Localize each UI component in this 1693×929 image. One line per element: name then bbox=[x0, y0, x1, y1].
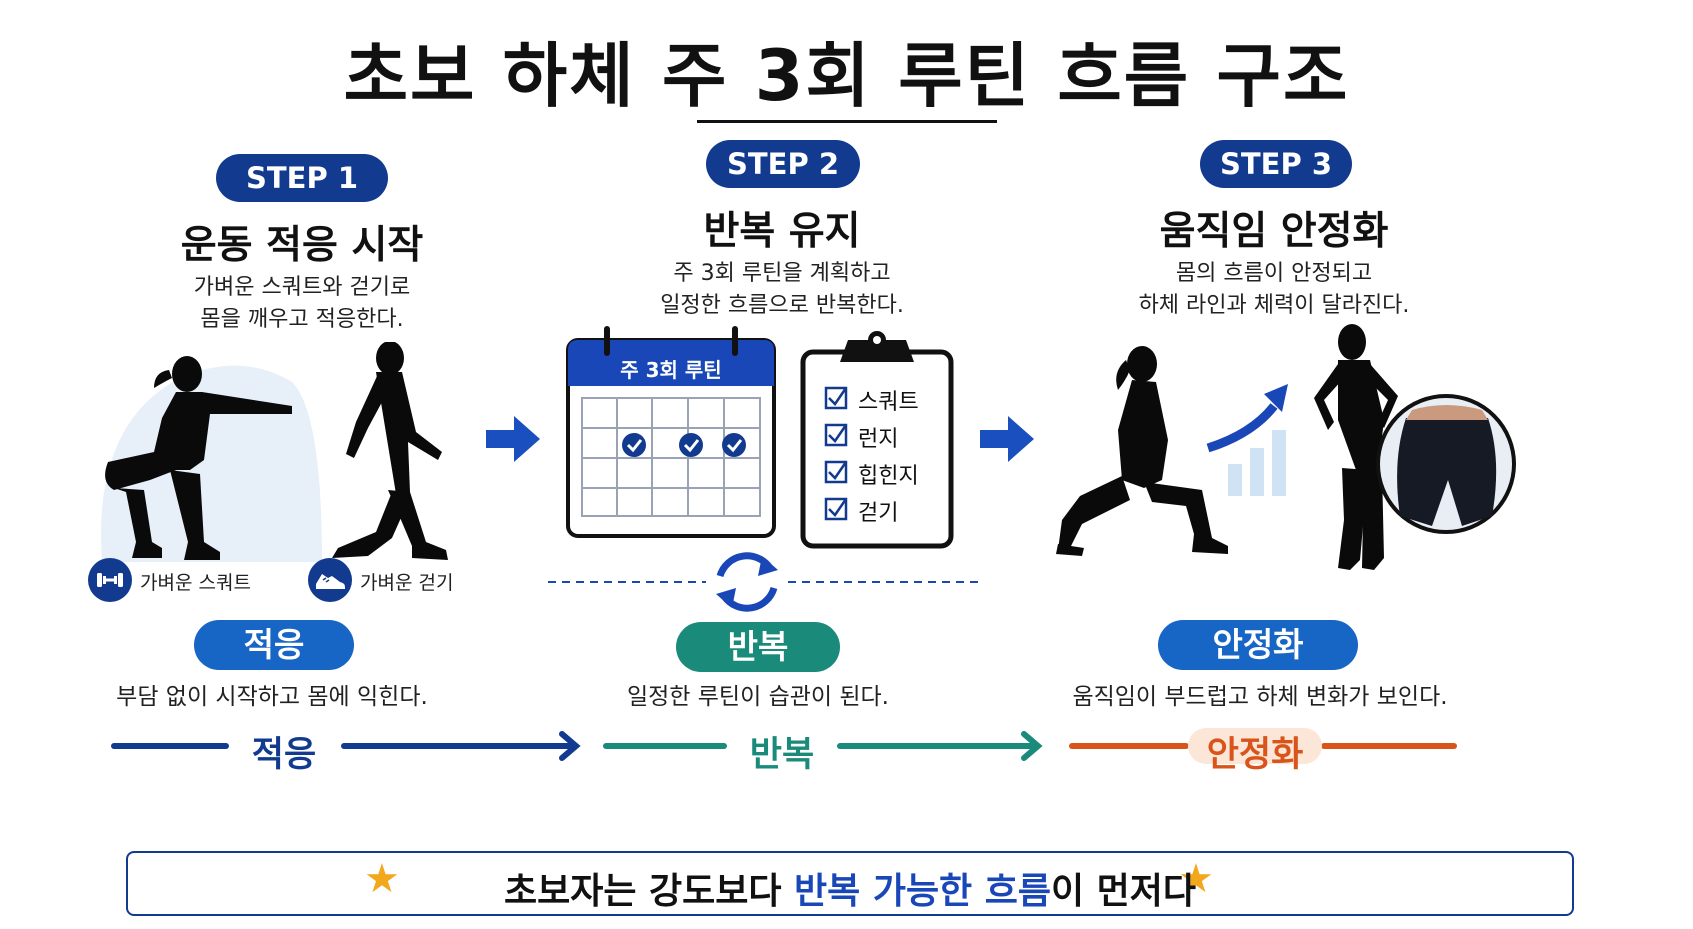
dumbbell-icon-circle bbox=[88, 558, 132, 602]
step2-pill: STEP 2 bbox=[706, 140, 860, 188]
arrow-right-icon-1 bbox=[486, 416, 540, 462]
calendar-check-icons bbox=[622, 433, 746, 457]
flow-label-stabilize: 안정화 bbox=[1206, 735, 1304, 775]
dumbbell-icon bbox=[97, 573, 123, 587]
checklist-item-1: 스쿼트 bbox=[858, 390, 919, 415]
squat-backdrop bbox=[101, 365, 322, 562]
leggings-closeup-icon bbox=[1376, 394, 1516, 534]
standing-silhouette bbox=[1314, 324, 1398, 570]
step2-tag-desc: 일정한 루틴이 습관이 된다. bbox=[626, 684, 889, 710]
summary-banner bbox=[126, 851, 1574, 916]
growth-chart-icon bbox=[1206, 384, 1288, 496]
title-underline bbox=[697, 120, 997, 123]
step2-heading: 반복 유지 bbox=[703, 209, 861, 254]
step3-desc-line1: 몸의 흐름이 안정되고 bbox=[1175, 261, 1373, 286]
step2-tag: 반복 bbox=[676, 622, 840, 672]
step3-tag: 안정화 bbox=[1158, 620, 1358, 670]
shoe-icon-circle bbox=[308, 558, 352, 602]
calendar-icon bbox=[566, 326, 776, 538]
step3-desc-line2: 하체 라인과 체력이 달라진다. bbox=[1138, 293, 1410, 318]
summary-suffix: 이 먼저다 bbox=[1050, 871, 1196, 912]
star-icon-right: ★ bbox=[1178, 856, 1214, 902]
step2-desc-line1: 주 3회 루틴을 계획하고 bbox=[673, 261, 891, 286]
icon-label-squat: 가벼운 스쿼트 bbox=[140, 572, 251, 594]
step3-heading: 움직임 안정화 bbox=[1159, 209, 1389, 254]
summary-text: 초보자는 강도보다 반복 가능한 흐름이 먼저다 bbox=[126, 862, 1574, 914]
step1-pill: STEP 1 bbox=[216, 154, 388, 202]
checklist-item-3: 힙힌지 bbox=[858, 464, 919, 489]
step3-tag-desc: 움직임이 부드럽고 하체 변화가 보인다. bbox=[1072, 684, 1448, 710]
checklist-item-4: 걷기 bbox=[858, 501, 899, 526]
step3-illustration bbox=[1056, 324, 1516, 570]
step1-heading: 운동 적응 시작 bbox=[180, 223, 424, 268]
summary-prefix: 초보자는 강도보다 bbox=[504, 871, 795, 912]
checklist-item-2: 런지 bbox=[858, 427, 899, 452]
checkbox-icons bbox=[824, 386, 848, 521]
flow-label-repeat: 반복 bbox=[749, 735, 815, 775]
arrow-right-icon-2 bbox=[980, 416, 1034, 462]
squat-silhouette bbox=[105, 356, 292, 560]
star-icon-left: ★ bbox=[364, 856, 400, 902]
step1-desc-line1: 가벼운 스쿼트와 걷기로 bbox=[193, 275, 411, 300]
walk-silhouette bbox=[332, 342, 448, 560]
step1-tag-desc: 부담 없이 시작하고 몸에 익힌다. bbox=[116, 684, 428, 710]
step1-desc-line2: 몸을 깨우고 적응한다. bbox=[200, 307, 404, 332]
shoe-icon bbox=[316, 574, 345, 589]
step1-tag: 적응 bbox=[194, 620, 354, 670]
lunge-silhouette bbox=[1056, 346, 1228, 556]
step3-pill: STEP 3 bbox=[1200, 140, 1352, 188]
clipboard-icon bbox=[800, 331, 954, 549]
summary-highlight: 반복 가능한 흐름 bbox=[794, 871, 1051, 912]
repeat-cycle-divider bbox=[548, 552, 982, 612]
page-title: 초보 하체 주 3회 루틴 흐름 구조 bbox=[343, 35, 1350, 117]
step2-desc-line2: 일정한 흐름으로 반복한다. bbox=[660, 293, 904, 318]
flow-arrows bbox=[111, 728, 1457, 764]
flow-label-adapt: 적응 bbox=[251, 735, 317, 775]
step1-illustration bbox=[101, 342, 448, 562]
calendar-title: 주 3회 루틴 bbox=[620, 358, 722, 382]
icon-label-walk: 가벼운 걷기 bbox=[360, 572, 454, 594]
